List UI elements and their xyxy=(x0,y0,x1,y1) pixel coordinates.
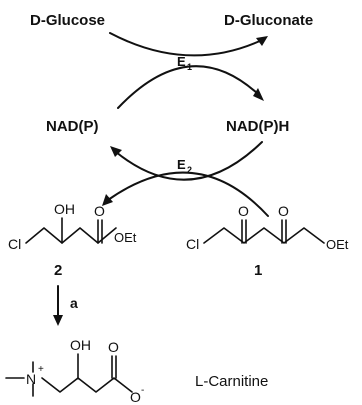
enzyme-e1-label: E 1 xyxy=(177,54,192,72)
svg-text:2: 2 xyxy=(187,165,192,175)
svg-text:N: N xyxy=(26,371,36,387)
nadp-arrowhead xyxy=(110,146,122,157)
svg-text:Cl: Cl xyxy=(186,236,199,252)
svg-text:O: O xyxy=(108,339,119,355)
nadp-label: NAD(P) xyxy=(46,118,99,135)
d-gluconate-label: D-Gluconate xyxy=(224,12,313,29)
svg-text:O: O xyxy=(130,389,141,405)
svg-text:E: E xyxy=(177,157,186,172)
enzyme-e2-label: E 2 xyxy=(177,157,192,175)
nadph-arrowhead xyxy=(253,88,264,101)
glucose-to-gluconate-arrow xyxy=(109,32,263,57)
l-carnitine-structure: N + OH O O - xyxy=(5,337,144,405)
compound-2-number: 2 xyxy=(54,262,62,279)
compound1-to-compound2-arrow xyxy=(107,171,269,217)
svg-text:O: O xyxy=(278,203,289,219)
nadph-to-nadp-arrow xyxy=(115,141,263,181)
step-a-arrowhead xyxy=(53,315,63,326)
svg-text:OEt: OEt xyxy=(326,237,349,252)
nadph-label: NAD(P)H xyxy=(226,118,289,135)
l-carnitine-label: L-Carnitine xyxy=(195,373,268,390)
svg-text:OH: OH xyxy=(54,201,75,217)
svg-text:+: + xyxy=(38,364,44,375)
svg-text:-: - xyxy=(141,385,144,396)
svg-text:E: E xyxy=(177,54,186,69)
d-glucose-label: D-Glucose xyxy=(30,12,105,29)
compound-2-structure: Cl OH O OEt xyxy=(8,201,137,252)
compound-1-number: 1 xyxy=(254,262,262,279)
compound-1-structure: Cl O O OEt xyxy=(186,203,349,252)
svg-text:OEt: OEt xyxy=(114,230,137,245)
glucose-arrowhead xyxy=(256,36,268,46)
svg-text:O: O xyxy=(238,203,249,219)
svg-text:O: O xyxy=(94,203,105,219)
nadp-to-nadph-arrow xyxy=(117,65,259,109)
svg-text:Cl: Cl xyxy=(8,236,21,252)
step-a-label: a xyxy=(70,295,78,311)
compound2-arrowhead xyxy=(102,194,113,206)
svg-text:OH: OH xyxy=(70,337,91,353)
